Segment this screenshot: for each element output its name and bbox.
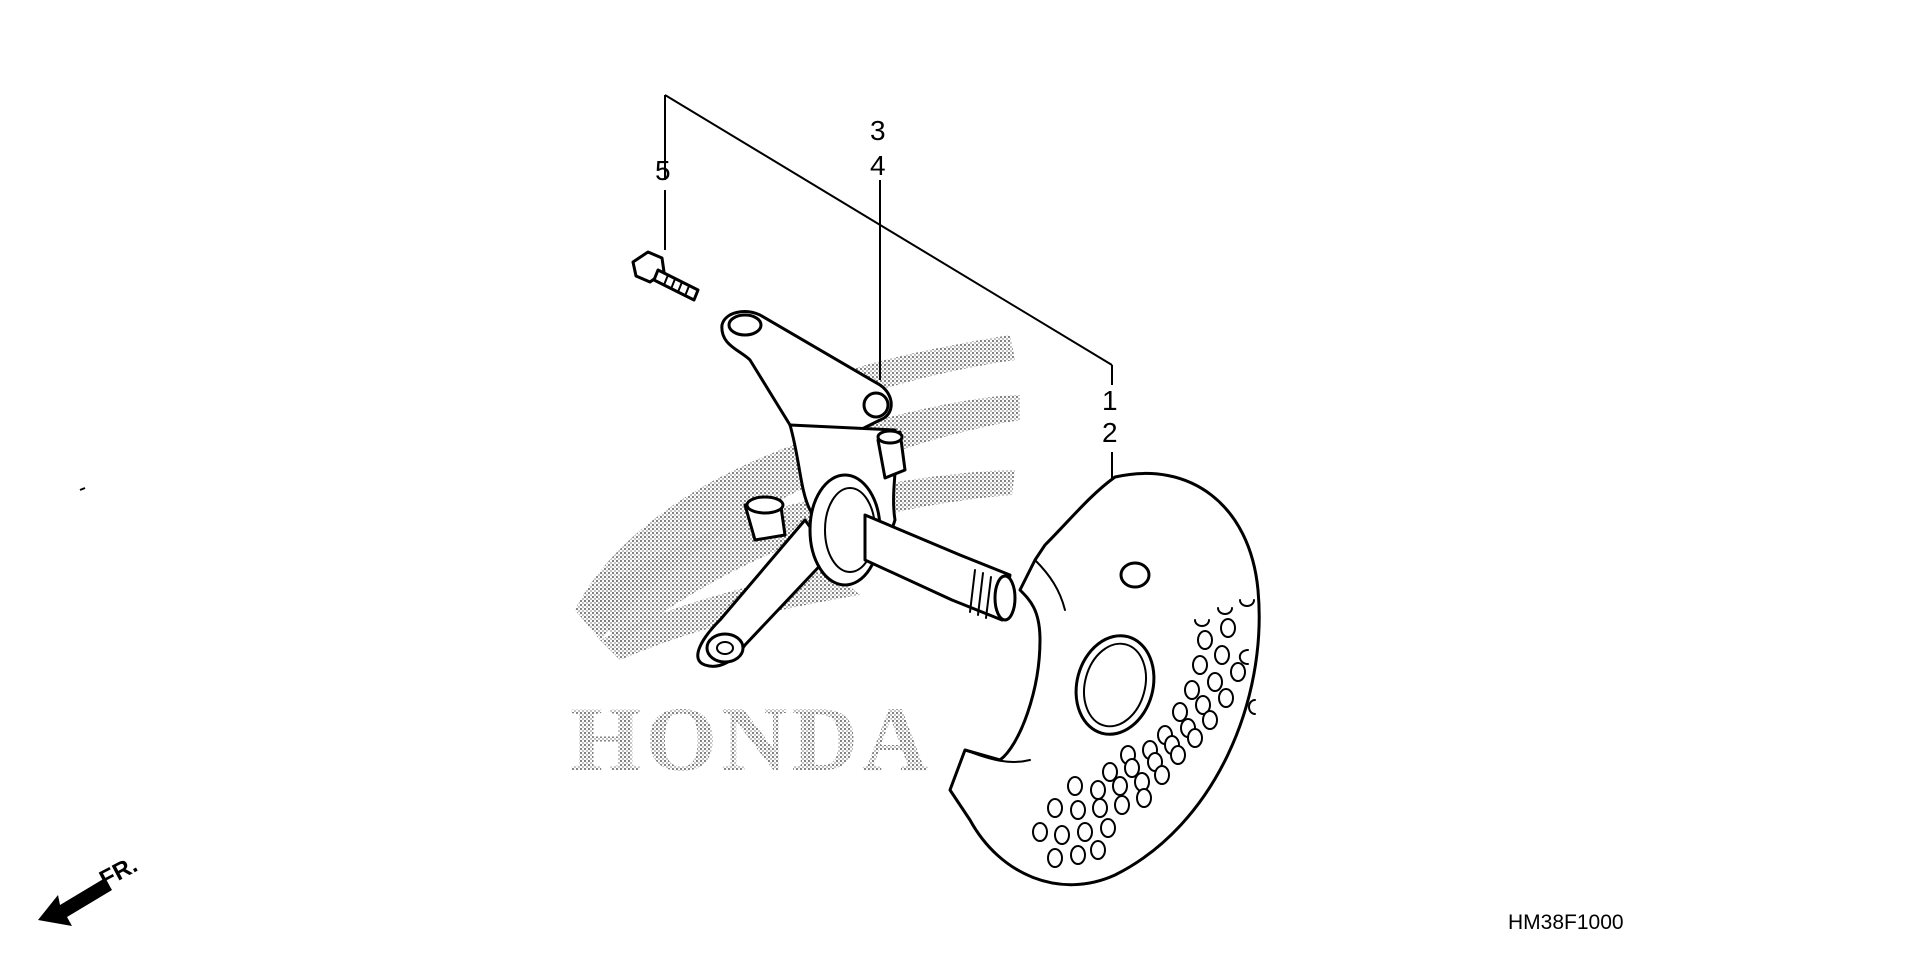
- disc-guard-part: [948, 471, 1261, 887]
- callout-2: 2: [1102, 417, 1118, 448]
- diagram-code: HM38F1000: [1508, 911, 1624, 934]
- callout-3: 3: [870, 115, 886, 146]
- callout-1: 1: [1102, 385, 1118, 416]
- disc-guard-half-holes: [1194, 599, 1256, 715]
- callout-5: 5: [655, 155, 671, 186]
- leader-lines: [664, 94, 1113, 478]
- front-direction-arrow: FR.: [38, 851, 142, 926]
- steering-knuckle-part: [696, 310, 1017, 668]
- flange-bolt-part: [631, 250, 700, 302]
- callout-4: 4: [870, 150, 886, 181]
- disc-guard-holes: [1032, 618, 1246, 868]
- honda-watermark-text: HONDA: [570, 688, 932, 790]
- stray-mark: [79, 487, 86, 491]
